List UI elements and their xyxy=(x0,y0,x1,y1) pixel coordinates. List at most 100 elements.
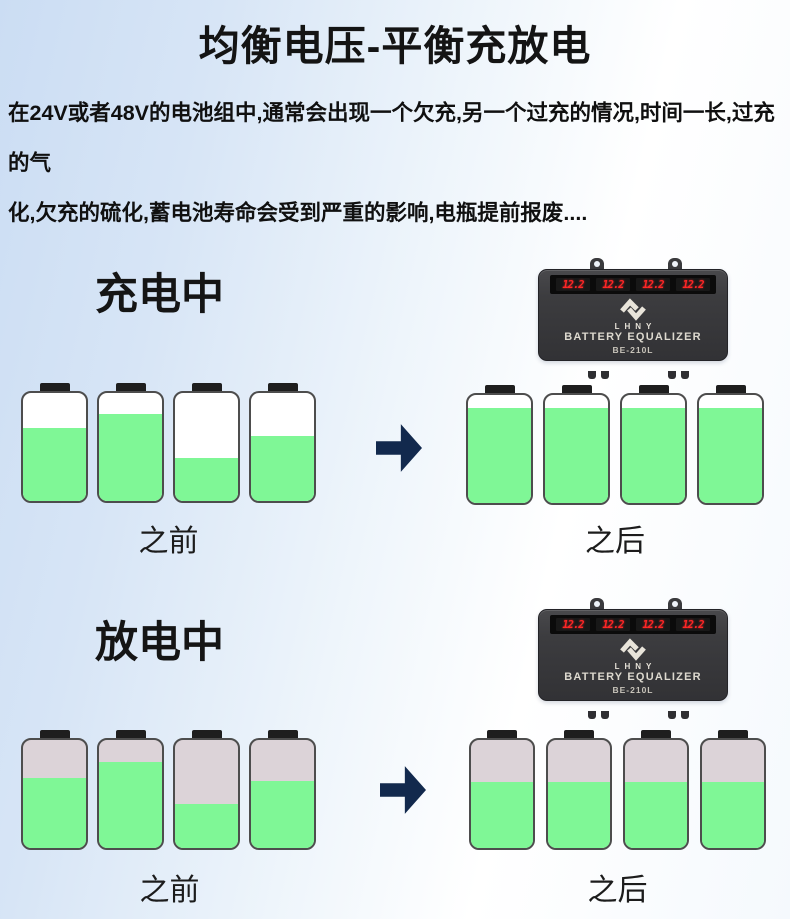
arrow-right-icon xyxy=(376,424,422,472)
battery-body xyxy=(466,393,533,505)
battery-terminal xyxy=(267,730,298,738)
led-display-strip: 12.2 12.2 12.2 12.2 xyxy=(550,275,716,294)
battery-body xyxy=(546,738,612,850)
battery xyxy=(173,730,240,850)
battery-fill xyxy=(251,436,314,501)
mount-ear-icon xyxy=(590,598,604,611)
brand-logo-icon xyxy=(620,298,646,321)
after-label: 之后 xyxy=(585,525,645,558)
battery xyxy=(546,730,612,850)
battery-group-before xyxy=(21,730,316,850)
led-value: 12.2 xyxy=(682,278,704,291)
led-value: 12.2 xyxy=(562,618,584,631)
battery-fill xyxy=(545,407,608,503)
battery-body xyxy=(469,738,535,850)
battery-terminal xyxy=(715,385,746,393)
battery-fill xyxy=(99,761,162,848)
battery-body xyxy=(249,738,316,850)
led-display-strip: 12.2 12.2 12.2 12.2 xyxy=(550,615,716,634)
battery xyxy=(700,730,766,850)
led-display: 12.2 xyxy=(676,278,710,291)
battery xyxy=(466,385,533,505)
battery-terminal xyxy=(115,383,146,391)
battery xyxy=(249,383,316,503)
battery-terminal xyxy=(39,383,70,391)
battery-body xyxy=(623,738,689,850)
section-heading: 放电中 xyxy=(95,619,224,667)
before-label: 之前 xyxy=(139,874,200,907)
battery xyxy=(97,383,164,503)
battery-fill xyxy=(699,407,762,503)
battery-terminal xyxy=(638,385,669,393)
led-value: 12.2 xyxy=(602,278,624,291)
battery-equalizer-device: 12.2 12.2 12.2 12.2 LHNY BATTERY EQUALIZ… xyxy=(538,258,728,379)
battery-terminal xyxy=(484,385,515,393)
battery-fill xyxy=(23,427,86,501)
led-value: 12.2 xyxy=(642,278,664,291)
battery-body xyxy=(97,391,164,503)
mount-foot-icon xyxy=(668,371,689,379)
battery-body xyxy=(543,393,610,505)
battery-terminal xyxy=(115,730,146,738)
battery-fill xyxy=(548,782,610,848)
led-value: 12.2 xyxy=(642,618,664,631)
battery-body xyxy=(249,391,316,503)
battery-terminal xyxy=(718,730,748,738)
battery-fill xyxy=(23,777,86,848)
led-value: 12.2 xyxy=(602,618,624,631)
brand-name: LHNY xyxy=(614,322,657,331)
battery-fill xyxy=(471,782,533,848)
battery xyxy=(249,730,316,850)
battery xyxy=(543,385,610,505)
device-model: BE-210L xyxy=(612,345,654,355)
intro-line-1: 在24V或者48V的电池组中,通常会出现一个欠充,另一个过充的情况,时间一长,过… xyxy=(8,101,775,175)
intro-line-2: 化,欠充的硫化,蓄电池寿命会受到严重的影响,电瓶提前报废.... xyxy=(8,201,588,225)
mount-foot-icon xyxy=(588,371,609,379)
battery-group-before xyxy=(21,383,316,503)
battery xyxy=(620,385,687,505)
after-label: 之后 xyxy=(587,874,648,907)
battery-body xyxy=(620,393,687,505)
battery-fill xyxy=(175,803,238,848)
battery-fill xyxy=(251,781,314,848)
battery-terminal xyxy=(641,730,671,738)
led-display: 12.2 xyxy=(556,278,590,291)
battery-body xyxy=(697,393,764,505)
battery xyxy=(173,383,240,503)
battery xyxy=(469,730,535,850)
mount-foot-icon xyxy=(588,711,609,719)
device-model: BE-210L xyxy=(612,685,654,695)
battery-body xyxy=(97,738,164,850)
device-body: 12.2 12.2 12.2 12.2 LHNY BATTERY EQUALIZ… xyxy=(538,269,728,379)
battery-body xyxy=(21,738,88,850)
battery-fill xyxy=(622,407,685,503)
battery-fill xyxy=(468,407,531,503)
battery-group-after xyxy=(469,730,766,850)
intro-paragraph: 在24V或者48V的电池组中,通常会出现一个欠充,另一个过充的情况,时间一长,过… xyxy=(8,88,788,238)
led-display: 12.2 xyxy=(596,618,630,631)
battery-fill xyxy=(625,782,687,848)
led-display: 12.2 xyxy=(636,618,670,631)
battery-fill xyxy=(702,782,764,848)
battery xyxy=(697,385,764,505)
battery xyxy=(21,383,88,503)
battery-terminal xyxy=(561,385,592,393)
mount-foot-icon xyxy=(668,711,689,719)
device-product-name: BATTERY EQUALIZER xyxy=(564,671,702,683)
battery xyxy=(97,730,164,850)
battery xyxy=(21,730,88,850)
battery-terminal xyxy=(487,730,517,738)
battery-terminal xyxy=(191,730,222,738)
arrow-right-icon xyxy=(380,766,426,814)
led-display: 12.2 xyxy=(596,278,630,291)
led-value: 12.2 xyxy=(562,278,584,291)
battery-terminal xyxy=(191,383,222,391)
before-label: 之前 xyxy=(138,525,199,558)
battery-terminal xyxy=(267,383,298,391)
battery-body xyxy=(173,738,240,850)
device-product-name: BATTERY EQUALIZER xyxy=(564,331,702,343)
battery-fill xyxy=(99,413,162,501)
section-heading: 充电中 xyxy=(95,271,224,319)
battery-body xyxy=(700,738,766,850)
